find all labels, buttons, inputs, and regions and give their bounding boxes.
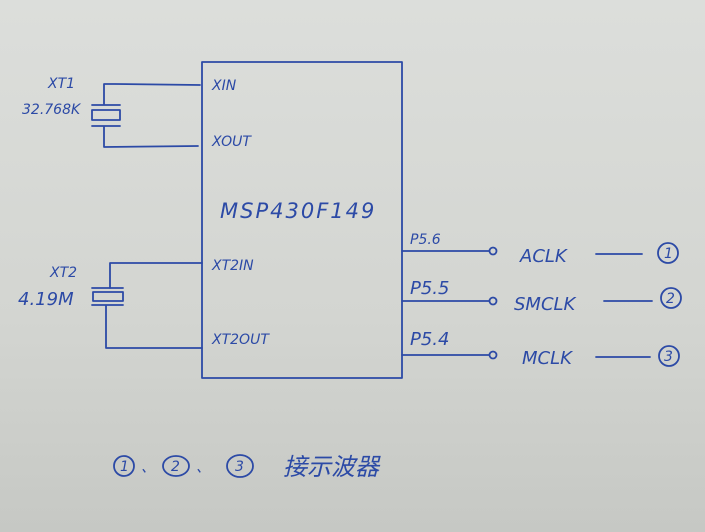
pin-xout: XOUT	[211, 134, 252, 150]
pin-xt2out: XT2OUT	[211, 332, 270, 348]
xt2-ref: XT2	[49, 265, 77, 281]
output-smclk	[401, 287, 682, 309]
svg-text:2: 2	[171, 459, 180, 475]
note-markers: 1 、 2 、 3	[113, 454, 254, 478]
signal-smclk: SMCLK	[514, 294, 577, 315]
pin-p5-6: P5.6	[410, 232, 441, 248]
svg-text:、: 、	[141, 460, 155, 476]
marker-2-digit: 2	[666, 291, 675, 307]
svg-text:、: 、	[196, 460, 210, 476]
pin-p5-5: P5.5	[410, 278, 449, 299]
chip-name: MSP430F149	[220, 199, 376, 223]
chip-body	[201, 61, 403, 379]
xt1-value: 32.768K	[22, 102, 82, 118]
crystal-xt1	[91, 83, 201, 148]
xt1-ref: XT1	[47, 76, 75, 92]
svg-text:3: 3	[235, 459, 244, 475]
marker-1-digit: 1	[664, 246, 673, 262]
pin-xin: XIN	[211, 78, 237, 94]
output-mclk	[401, 345, 680, 367]
pin-p5-4: P5.4	[410, 329, 449, 350]
svg-text:1: 1	[120, 459, 129, 475]
note-text: 接示波器	[283, 453, 381, 481]
xt2-value: 4.19M	[18, 289, 74, 310]
signal-aclk: ACLK	[519, 246, 568, 267]
crystal-xt2	[91, 262, 203, 349]
output-aclk	[401, 242, 679, 264]
pin-xt2in: XT2IN	[211, 258, 254, 274]
marker-3-digit: 3	[664, 349, 673, 365]
signal-mclk: MCLK	[522, 348, 573, 369]
